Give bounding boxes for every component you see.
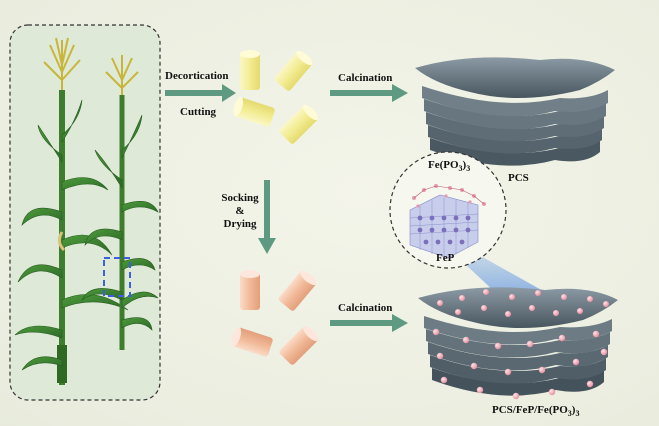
label-calcination-top: Calcination	[338, 72, 393, 84]
pcs-layered-sheet	[415, 57, 615, 166]
crystal-lattice-icon	[409, 184, 486, 259]
arrows	[165, 84, 408, 332]
label-cutting: Cutting	[180, 106, 217, 118]
composite-layered-sheet	[418, 287, 618, 400]
corn-plant-icon-2	[81, 55, 159, 350]
label-drying: Drying	[223, 218, 257, 230]
label-decortication: Decortication	[165, 70, 229, 82]
arrow-calcination-top	[330, 84, 408, 102]
selection-box	[103, 257, 131, 297]
arrow-decortication	[165, 84, 236, 102]
label-composite: PCS/FeP/Fe(PO3)3	[492, 404, 580, 419]
arrow-socking	[258, 180, 276, 254]
fep-particles	[432, 289, 609, 400]
crystal-zoom-circle	[389, 151, 545, 292]
label-fe-po3: Fe(PO3)3	[428, 159, 471, 174]
label-socking: Socking	[221, 192, 259, 204]
label-ampersand: &	[235, 205, 245, 217]
stem-pieces-raw	[233, 50, 319, 144]
label-calcination-bottom: Calcination	[338, 302, 393, 314]
corn-plant-icon	[14, 37, 129, 385]
label-pcs: PCS	[508, 172, 529, 184]
arrow-calcination-bottom	[330, 314, 408, 332]
label-fep: FeP	[436, 252, 455, 264]
stem-pieces-soaked	[231, 270, 319, 365]
